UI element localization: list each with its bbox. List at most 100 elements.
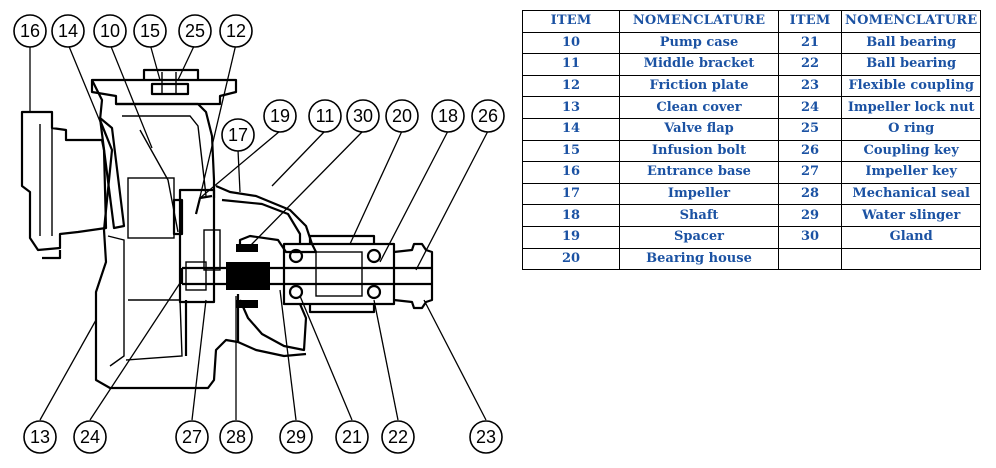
callout-11: 11 [308, 99, 342, 133]
item-number-cell: 28 [778, 182, 842, 206]
item-number-cell: 11 [522, 53, 620, 76]
pump-cross-section-diagram: 16 14 10 15 25 12 19 11 30 20 18 26 17 1… [13, 14, 505, 454]
nomenclature-cell: Friction plate [619, 74, 779, 98]
item-number-cell: 30 [778, 225, 842, 249]
nomenclature-cell: Impeller lock nut [840, 96, 982, 119]
nomenclature-cell: Impeller [619, 182, 779, 206]
entrance-base [20, 110, 108, 260]
nomenclature-cell: Pump case [619, 31, 779, 55]
svg-text:29: 29 [286, 427, 306, 447]
nomenclature-cell: Entrance base [619, 161, 779, 184]
callout-10: 10 [93, 14, 127, 48]
svg-text:20: 20 [392, 106, 412, 126]
shaft [180, 244, 432, 308]
callout-19: 19 [263, 99, 297, 133]
middle-bracket [215, 184, 318, 358]
callout-30: 30 [346, 99, 380, 133]
callout-25: 25 [178, 14, 212, 48]
callout-16: 16 [13, 14, 47, 48]
item-number-cell: 16 [522, 161, 620, 184]
header-nomenclature: NOMENCLATURE [619, 10, 779, 33]
nomenclature-cell: Water slinger [840, 204, 982, 227]
callout-12: 12 [219, 14, 253, 48]
nomenclature-cell: Infusion bolt [619, 139, 779, 163]
callout-26: 26 [471, 99, 505, 133]
item-number-cell: 22 [778, 53, 842, 76]
callout-21: 21 [335, 420, 369, 454]
item-number-cell: 27 [778, 161, 842, 184]
svg-text:16: 16 [20, 21, 40, 41]
svg-text:30: 30 [353, 106, 373, 126]
svg-text:13: 13 [30, 427, 50, 447]
svg-text:14: 14 [58, 21, 78, 41]
svg-text:27: 27 [182, 427, 202, 447]
svg-text:23: 23 [476, 427, 496, 447]
callout-29: 29 [279, 420, 313, 454]
callout-15: 15 [133, 14, 167, 48]
header-nomenclature: NOMENCLATURE [840, 10, 982, 33]
table-header-row: ITEM NOMENCLATURE ITEM NOMENCLATURE [522, 10, 982, 33]
svg-text:24: 24 [80, 427, 100, 447]
nomenclature-cell: Clean cover [619, 96, 779, 119]
callout-17: 17 [221, 118, 255, 152]
nomenclature-cell: Middle bracket [619, 53, 779, 76]
svg-text:22: 22 [388, 427, 408, 447]
nomenclature-cell: Gland [840, 225, 982, 249]
item-number-cell: 29 [778, 204, 842, 227]
item-number-cell: 12 [522, 74, 620, 98]
valve-flap [98, 116, 126, 230]
svg-text:15: 15 [140, 21, 160, 41]
item-number-cell: 21 [778, 31, 842, 55]
item-number-cell: 20 [522, 247, 620, 271]
nomenclature-cell: Flexible coupling [840, 74, 982, 98]
callout-20: 20 [385, 99, 419, 133]
svg-text:25: 25 [185, 21, 205, 41]
bearing-house [282, 234, 396, 314]
svg-text:18: 18 [438, 106, 458, 126]
item-number-cell: 18 [522, 204, 620, 227]
item-number-cell: 26 [778, 139, 842, 163]
item-number-cell: 17 [522, 182, 620, 206]
item-number-cell: 13 [522, 96, 620, 119]
callout-27: 27 [175, 420, 209, 454]
header-item: ITEM [778, 10, 842, 33]
item-number-cell: 15 [522, 139, 620, 163]
svg-text:17: 17 [228, 125, 248, 145]
svg-text:21: 21 [342, 427, 362, 447]
item-number-cell: 24 [778, 96, 842, 119]
nomenclature-cell: Valve flap [619, 117, 779, 141]
item-number-cell: 25 [778, 117, 842, 141]
item-number-cell: 10 [522, 31, 620, 55]
header-item: ITEM [522, 10, 620, 33]
svg-text:12: 12 [226, 21, 246, 41]
nomenclature-cell: Coupling key [840, 139, 982, 163]
callout-23: 23 [469, 420, 503, 454]
impeller [172, 188, 221, 304]
callout-bubbles: 16 14 10 15 25 12 19 11 30 20 18 26 17 1… [13, 14, 505, 454]
callout-18: 18 [431, 99, 465, 133]
callout-24: 24 [73, 420, 107, 454]
nomenclature-cell: Impeller key [840, 161, 982, 184]
top-flange [90, 68, 238, 106]
svg-text:11: 11 [316, 106, 335, 126]
callout-28: 28 [219, 420, 253, 454]
nomenclature-cell: Bearing house [619, 247, 779, 271]
nomenclature-cell: Mechanical seal [840, 182, 982, 206]
svg-text:10: 10 [100, 21, 120, 41]
nomenclature-cell: Ball bearing [840, 53, 982, 76]
callout-22: 22 [381, 420, 415, 454]
nomenclature-cell: Ball bearing [840, 31, 982, 55]
svg-text:26: 26 [478, 106, 498, 126]
